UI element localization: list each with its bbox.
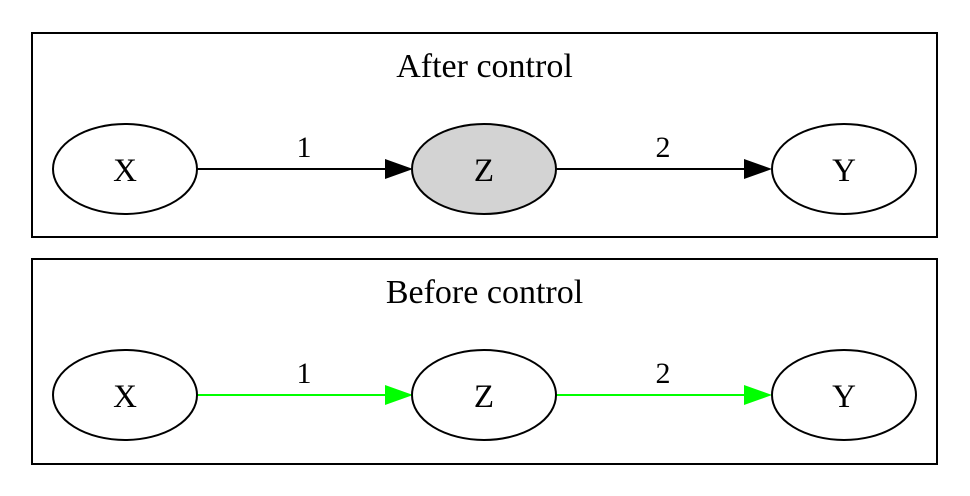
node-x xyxy=(52,123,198,215)
edge-label-z-y: 2 xyxy=(656,357,671,390)
node-label-z: Z xyxy=(474,379,494,415)
node-y xyxy=(771,349,917,441)
arrowhead-x-z xyxy=(385,385,413,405)
panel-before-control: Before control 1 2 X Z Y xyxy=(31,258,938,465)
panel-title: After control xyxy=(396,48,573,85)
node-y xyxy=(771,123,917,215)
arrowhead-x-z xyxy=(385,159,413,179)
arrowhead-z-y xyxy=(744,159,772,179)
node-z-shaded xyxy=(411,123,557,215)
node-label-y: Y xyxy=(832,379,856,415)
node-label-x: X xyxy=(113,153,137,189)
node-z xyxy=(411,349,557,441)
edge-label-z-y: 2 xyxy=(656,131,671,164)
edge-label-x-z: 1 xyxy=(297,357,312,390)
node-x xyxy=(52,349,198,441)
panel-frame xyxy=(31,258,938,465)
edge-label-x-z: 1 xyxy=(297,131,312,164)
panel-frame xyxy=(31,32,938,238)
panel-title: Before control xyxy=(386,274,583,311)
node-label-x: X xyxy=(113,379,137,415)
panel-after-control: After control 1 2 X Z Y xyxy=(31,32,938,238)
arrowhead-z-y xyxy=(744,385,772,405)
node-label-z: Z xyxy=(474,153,494,189)
node-label-y: Y xyxy=(832,153,856,189)
